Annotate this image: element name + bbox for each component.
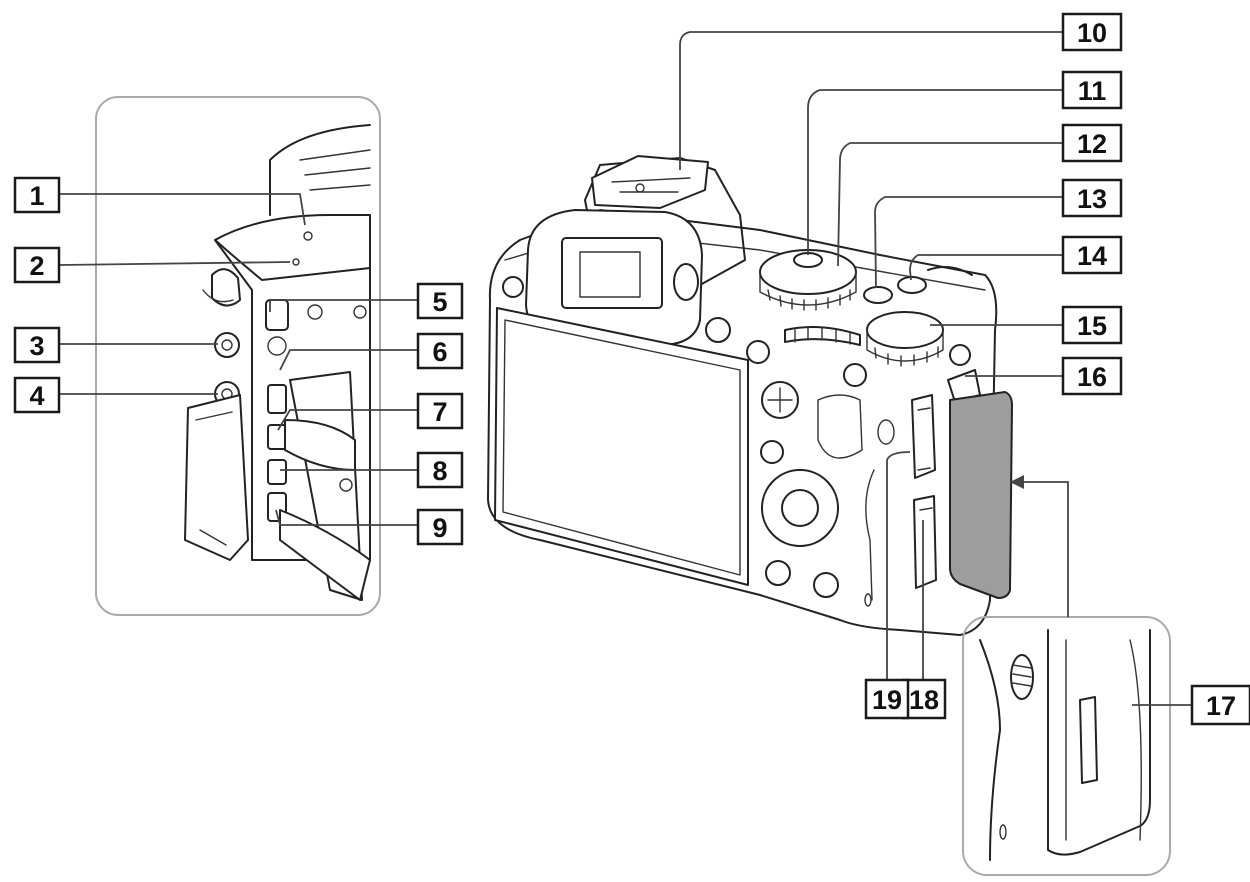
callout-box-12: [1061, 123, 1123, 163]
callout-number-12: 12: [1077, 129, 1107, 159]
callout-number-6: 6: [432, 337, 447, 367]
callout-box-5: [416, 282, 464, 320]
callout-box-16: [1061, 356, 1123, 396]
callout-box-6: [416, 332, 464, 370]
callout-box-8: [416, 451, 464, 489]
callout-number-3: 3: [29, 331, 44, 361]
callout-2: 2: [13, 246, 61, 284]
callout-15: 15: [1061, 305, 1123, 345]
callout-3: 3: [13, 326, 61, 364]
callout-number-9: 9: [432, 513, 447, 543]
callout-4: 4: [13, 376, 61, 414]
callout-number-13: 13: [1077, 184, 1107, 214]
callout-number-11: 11: [1078, 76, 1107, 106]
callout-12: 12: [1061, 123, 1123, 163]
callout-box-2: [13, 246, 61, 284]
callout-box-17: [1190, 684, 1250, 726]
callout-10: 10: [1061, 12, 1123, 52]
callout-number-4: 4: [29, 381, 44, 411]
callout-11: 11: [1061, 70, 1123, 110]
callout-number-7: 7: [432, 397, 447, 427]
callout-9: 9: [416, 508, 464, 546]
callout-box-9: [416, 508, 464, 546]
card-slot-inset: [962, 475, 1171, 876]
callout-box-15: [1061, 305, 1123, 345]
callout-18: 18: [901, 678, 947, 720]
callout-19: 19: [864, 678, 910, 720]
callout-box-1: [13, 176, 61, 214]
callout-number-17: 17: [1206, 691, 1236, 721]
callout-6: 6: [416, 332, 464, 370]
callout-box-7: [416, 392, 464, 430]
callout-number-10: 10: [1077, 18, 1107, 48]
callout-box-4: [13, 376, 61, 414]
callout-number-8: 8: [432, 456, 447, 486]
callout-14: 14: [1061, 235, 1123, 275]
callout-number-19: 19: [872, 685, 902, 715]
callout-box-14: [1061, 235, 1123, 275]
callout-box-19: [864, 678, 910, 720]
callout-number-5: 5: [432, 287, 447, 317]
callout-number-14: 14: [1077, 241, 1107, 271]
callout-13: 13: [1061, 178, 1123, 218]
callout-8: 8: [416, 451, 464, 489]
callout-number-1: 1: [29, 181, 44, 211]
callout-box-3: [13, 326, 61, 364]
callout-box-11: [1061, 70, 1123, 110]
callout-box-18: [901, 678, 947, 720]
callout-16: 16: [1061, 356, 1123, 396]
callout-number-16: 16: [1077, 362, 1107, 392]
callout-number-18: 18: [909, 685, 939, 715]
callout-number-2: 2: [29, 251, 44, 281]
camera-body-rear: [487, 155, 1013, 636]
callout-5: 5: [416, 282, 464, 320]
callout-box-13: [1061, 178, 1123, 218]
side-terminals-inset: [95, 96, 381, 616]
callout-17: 17: [1190, 684, 1250, 726]
callout-box-10: [1061, 12, 1123, 52]
leader-lines: [59, 31, 1192, 706]
callout-1: 1: [13, 176, 61, 214]
callout-number-15: 15: [1077, 311, 1107, 341]
callout-7: 7: [416, 392, 464, 430]
